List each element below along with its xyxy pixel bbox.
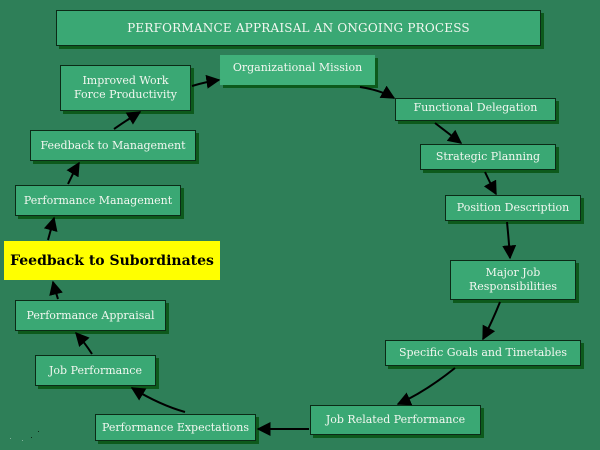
step-job-related-performance: Job Related Performance bbox=[310, 405, 481, 435]
step-strategic-planning: Strategic Planning bbox=[420, 144, 556, 170]
artifact-speck bbox=[10, 438, 11, 439]
step-performance-appraisal: Performance Appraisal bbox=[15, 300, 166, 331]
arrow-mission-to-delegation bbox=[359, 85, 396, 99]
arrow-delegation-to-planning bbox=[434, 122, 463, 144]
artifact-speck bbox=[38, 431, 39, 432]
step-feedback-to-management: Feedback to Management bbox=[30, 130, 196, 161]
step-major-job-responsibilities: Major Job Responsibilities bbox=[450, 260, 576, 300]
arrow-expectations-to-jobperf bbox=[130, 387, 186, 413]
step-position-description: Position Description bbox=[445, 195, 581, 221]
artifact-speck bbox=[31, 437, 32, 438]
diagram-title: PERFORMANCE APPRAISAL AN ONGOING PROCESS bbox=[56, 10, 541, 46]
step-organizational-mission: Organizational Mission bbox=[220, 55, 375, 85]
arrow-perfmgmt-to-fbmgmt bbox=[66, 161, 80, 185]
arrow-appraisal-to-subordinates bbox=[49, 280, 63, 300]
arrow-planning-to-position bbox=[483, 171, 497, 196]
step-functional-delegation: Functional Delegation bbox=[395, 98, 556, 121]
step-performance-expectations: Performance Expectations bbox=[95, 414, 256, 441]
arrow-improved-to-mission bbox=[191, 74, 221, 89]
arrow-major-to-goals bbox=[482, 301, 501, 341]
step-job-performance: Job Performance bbox=[35, 355, 156, 386]
step-specific-goals-and-timetables: Specific Goals and Timetables bbox=[385, 340, 581, 366]
arrow-subordinates-to-perfmgmt bbox=[43, 216, 58, 241]
arrow-position-to-major bbox=[502, 221, 517, 260]
step-improved-work-force-productivity: Improved Work Force Productivity bbox=[60, 65, 191, 111]
step-feedback-to-subordinates: Feedback to Subordinates bbox=[4, 241, 220, 280]
artifact-speck bbox=[22, 440, 23, 441]
arrow-jobperf-to-appraisal bbox=[75, 331, 93, 355]
arrow-goals-to-jobrelated bbox=[396, 367, 456, 406]
step-performance-management: Performance Management bbox=[15, 185, 181, 216]
arrow-fbmgmt-to-improved bbox=[113, 111, 142, 130]
